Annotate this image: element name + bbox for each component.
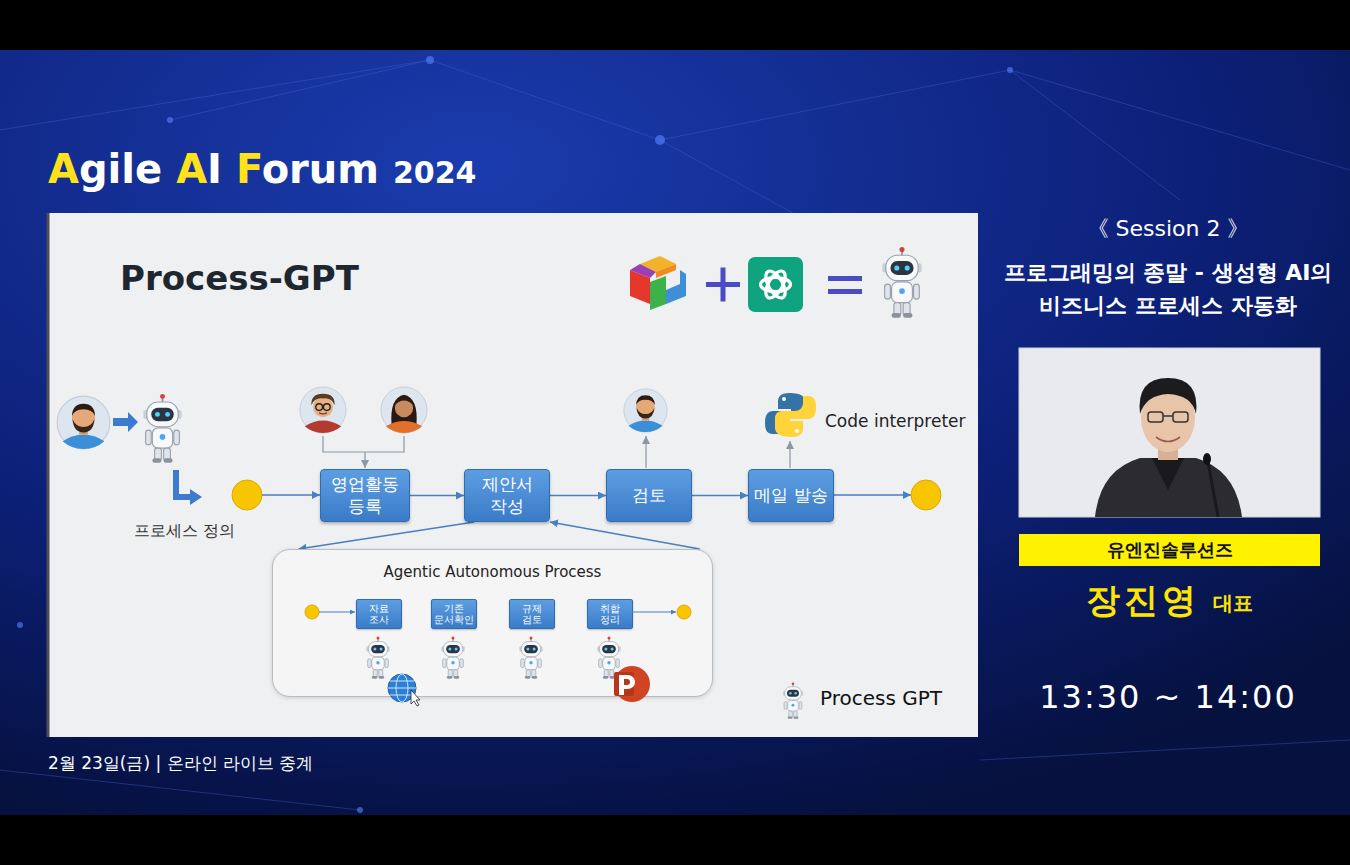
slide-panel xyxy=(47,213,978,737)
sequence-flow xyxy=(550,495,606,497)
assignment-bracket xyxy=(323,436,404,468)
stage-background xyxy=(0,50,1350,815)
sequence-flow xyxy=(410,495,464,497)
title-letter: 2 xyxy=(435,155,456,190)
node-text: 기존 문서확인 xyxy=(434,603,474,626)
process-box: 영업활동 등록 xyxy=(320,469,410,522)
node-text: 규제 검토 xyxy=(512,603,552,626)
title-letter: m xyxy=(337,146,379,192)
end-event xyxy=(677,605,691,619)
start-event xyxy=(305,605,319,619)
node-text: 유엔진솔루션즈 xyxy=(1025,538,1314,562)
robot-icon xyxy=(519,637,542,679)
sequence-flow xyxy=(692,495,748,497)
subprocess-task: 규제 검토 xyxy=(509,599,555,629)
node-text: 메일 발송 xyxy=(753,485,829,506)
robot-icon xyxy=(783,682,803,718)
end-event xyxy=(911,480,941,510)
title-letter: I xyxy=(207,146,222,192)
company-banner: 유엔진솔루션즈 xyxy=(1019,534,1320,566)
title-letter: g xyxy=(79,146,108,192)
title-letter: 2 xyxy=(393,155,414,190)
robot-icon xyxy=(882,247,921,318)
title-letter: e xyxy=(135,146,162,192)
bent-arrow xyxy=(176,470,192,497)
process-box: 메일 발송 xyxy=(748,469,834,522)
user-avatar xyxy=(300,387,346,433)
brand-caption: Process GPT xyxy=(820,686,942,710)
network-lines xyxy=(0,60,1350,810)
globe-icon xyxy=(388,674,420,706)
speaker-name: 장진영 xyxy=(1086,578,1200,624)
uengine-logo xyxy=(630,256,686,310)
session-time: 13:30 ~ 14:00 xyxy=(1039,678,1297,716)
subprocess-container: Agentic Autonomous Process 자료 조사 기존 문서확인 규제… xyxy=(272,549,713,697)
chatgpt-logo xyxy=(748,257,803,312)
robot-icon xyxy=(597,637,620,679)
sequence-flow xyxy=(298,522,474,549)
title-letter: u xyxy=(309,146,337,192)
assignment-arrow xyxy=(645,436,646,468)
bent-arrow-head xyxy=(190,489,202,505)
tool-caption: Code interpreter xyxy=(825,411,966,431)
sequence-flow xyxy=(319,611,355,612)
speaker-role: 대표 xyxy=(1213,590,1253,617)
python-logo xyxy=(765,393,816,437)
start-event xyxy=(232,480,262,510)
node-text: Agentic Autonomous Process xyxy=(273,563,712,581)
sequence-flow xyxy=(262,494,320,496)
session-number: 《 Session 2 》 xyxy=(1087,214,1250,244)
title-letter xyxy=(379,146,393,192)
equals-sign xyxy=(828,289,862,294)
sequence-flow xyxy=(632,611,676,612)
title-letter xyxy=(162,146,176,192)
user-avatar xyxy=(624,389,667,432)
session-title: 프로그래밍의 종말 - 생성형 AI의 비즈니스 프로세스 자동화 xyxy=(998,256,1338,322)
subprocess-task: 기존 문서확인 xyxy=(431,599,477,629)
title-letter: r xyxy=(289,146,309,192)
powerpoint-icon xyxy=(614,666,650,702)
equals-sign xyxy=(828,276,862,281)
title-letter xyxy=(222,146,236,192)
broadcast-date: 2월 23일(금) | 온라인 라이브 중계 xyxy=(48,752,313,775)
robot-icon xyxy=(143,394,181,463)
title-letter: A xyxy=(176,146,207,192)
subprocess-task: 취합 정리 xyxy=(587,599,633,629)
tool-arrow xyxy=(789,441,790,468)
node-text: 취합 정리 xyxy=(590,603,630,626)
title-letter: i xyxy=(108,146,122,192)
title-letter: l xyxy=(121,146,135,192)
user-avatar xyxy=(57,396,110,449)
slide-title: Process-GPT xyxy=(120,258,359,298)
robot-icon xyxy=(441,637,464,679)
title-letter: A xyxy=(48,146,79,192)
sequence-flow xyxy=(550,522,700,549)
event-title: Agile AI Forum 2024 xyxy=(48,146,476,192)
network-dots xyxy=(17,56,1013,813)
title-letter: 0 xyxy=(414,155,435,190)
title-letter: 4 xyxy=(456,155,477,190)
process-box: 제안서 작성 xyxy=(464,469,550,522)
process-box: 검토 xyxy=(606,469,692,522)
step-caption: 프로세스 정의 xyxy=(134,521,235,542)
robot-icon xyxy=(366,637,389,679)
node-text: 제안서 작성 xyxy=(469,474,545,517)
slide-edge xyxy=(47,213,50,737)
plus-sign xyxy=(721,268,726,302)
node-text: 영업활동 등록 xyxy=(325,474,405,517)
user-avatar xyxy=(381,387,427,433)
speaker-video xyxy=(1019,348,1320,517)
subprocess-task: 자료 조사 xyxy=(356,599,402,629)
sequence-flow xyxy=(834,494,911,496)
title-letter: o xyxy=(262,146,289,192)
block-arrow xyxy=(113,412,138,432)
title-letter: F xyxy=(236,146,262,192)
node-text: 검토 xyxy=(611,485,687,506)
node-text: 자료 조사 xyxy=(359,603,399,626)
